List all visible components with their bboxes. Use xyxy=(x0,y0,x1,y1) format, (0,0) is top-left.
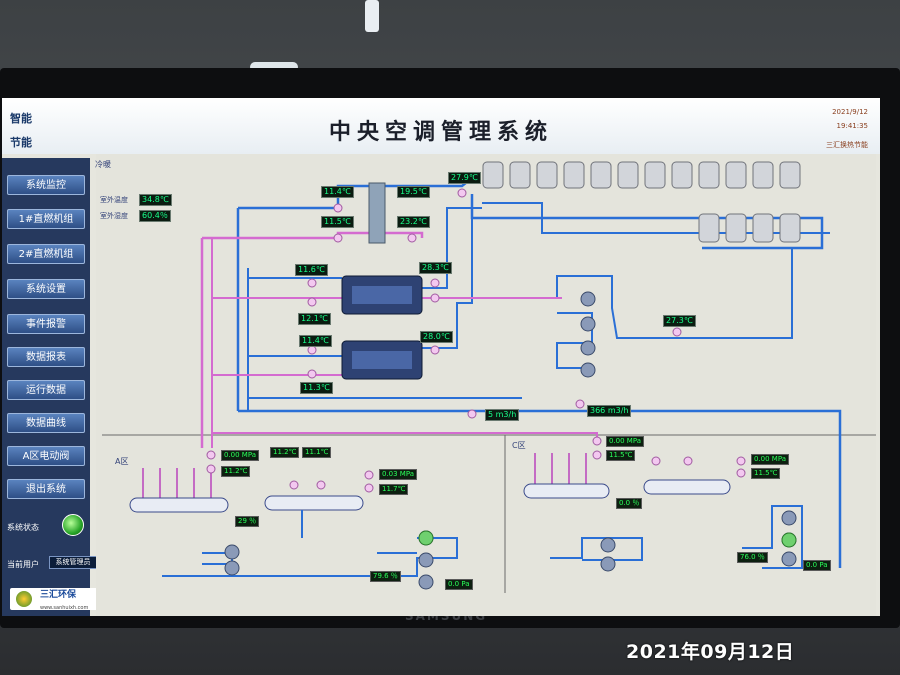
reading-r10: 11.4℃ xyxy=(299,335,332,347)
header-time: 19:41:35 xyxy=(836,122,868,130)
scada-screen: 智能 节能 中央空调管理系统 2021/9/12 19:41:35 三汇换热节能… xyxy=(2,98,880,616)
zone-c-reading-2: 11.5℃ xyxy=(606,450,636,461)
reading-r12: 11.3℃ xyxy=(300,382,333,394)
app-header: 智能 节能 中央空调管理系统 2021/9/12 19:41:35 三汇换热节能 xyxy=(2,98,880,154)
menu-system-monitor[interactable]: 系统监控 xyxy=(7,175,85,195)
logo-mark-icon xyxy=(16,591,32,607)
reading-r7: 28.3℃ xyxy=(419,262,452,274)
logo-name: 三汇环保 xyxy=(40,590,77,600)
menu-system-settings[interactable]: 系统设置 xyxy=(7,279,85,299)
zone-a-reading-3: 11.2℃ xyxy=(270,447,300,458)
sidebar: 系统监控 1#直燃机组 2#直燃机组 系统设置 事件报警 数据报表 运行数据 数… xyxy=(2,158,90,616)
photo-timestamp: 2021年09月12日 xyxy=(626,641,795,663)
header-note: 三汇换热节能 xyxy=(826,141,868,149)
zone-c-reading-7: 0.0 Pa xyxy=(803,560,831,571)
outdoor-humidity-value: 60.4％ xyxy=(139,210,171,222)
zone-c-reading-6: 76.0 ％ xyxy=(737,552,768,563)
user-label: 当前用户 xyxy=(7,560,39,569)
status-label: 系统状态 xyxy=(7,523,39,532)
zone-c-reading-5: 0.0 ％ xyxy=(616,498,643,509)
section-label: 冷暖 xyxy=(95,160,111,169)
zone-a-reading-6: 11.7℃ xyxy=(379,484,409,495)
reading-r11: 28.0℃ xyxy=(420,331,453,343)
outdoor-temp-label: 室外温度 xyxy=(100,196,128,204)
zone-c-reading-3: 0.00 MPa xyxy=(751,454,790,465)
reading-r9: 27.3℃ xyxy=(663,315,696,327)
reading-r14: 366 m3/h xyxy=(587,405,632,417)
menu-data-curve[interactable]: 数据曲线 xyxy=(7,413,85,433)
process-diagram xyxy=(96,154,876,616)
zone-a-reading-5: 0.03 MPa xyxy=(379,469,418,480)
reading-r2: 19.5℃ xyxy=(397,186,430,198)
company-logo: 三汇环保 www.sanhuixh.com xyxy=(10,588,100,611)
zone-a-reading-2: 11.2℃ xyxy=(221,466,251,477)
menu-a-zone-valve[interactable]: A区电动阀 xyxy=(7,446,85,466)
menu-event-alarm[interactable]: 事件报警 xyxy=(7,314,85,334)
zone-a-reading-7: 29 ％ xyxy=(235,516,260,527)
app-title: 中央空调管理系统 xyxy=(328,120,553,145)
menu-data-report[interactable]: 数据报表 xyxy=(7,347,85,367)
outdoor-humidity-label: 室外湿度 xyxy=(100,212,128,220)
header-left-line-2: 节能 xyxy=(10,136,32,149)
logo-url: www.sanhuixh.com xyxy=(40,605,89,611)
zone-c-label: C区 xyxy=(512,441,526,450)
reading-r8: 12.1℃ xyxy=(298,313,331,325)
reading-r1: 11.4℃ xyxy=(321,186,354,198)
reading-r3: 27.9℃ xyxy=(448,172,481,184)
zone-c-reading-1: 0.00 MPa xyxy=(606,436,645,447)
menu-unit-1[interactable]: 1#直燃机组 xyxy=(7,209,85,229)
reading-r6: 11.6℃ xyxy=(295,264,328,276)
reading-r4: 11.5℃ xyxy=(321,216,354,228)
zone-a-reading-8: 79.6 ％ xyxy=(370,571,401,582)
zone-c-reading-4: 11.5℃ xyxy=(751,468,781,479)
zone-a-reading-9: 0.0 Pa xyxy=(445,579,473,590)
zone-a-reading-4: 11.1℃ xyxy=(302,447,332,458)
menu-unit-2[interactable]: 2#直燃机组 xyxy=(7,244,85,264)
zone-a-reading-1: 0.00 MPa xyxy=(221,450,260,461)
reading-r13: 5 m3/h xyxy=(485,409,520,421)
menu-exit[interactable]: 退出系统 xyxy=(7,479,85,499)
outdoor-temp-value: 34.8℃ xyxy=(139,194,172,206)
ceiling-light xyxy=(365,0,379,32)
system-status-indicator xyxy=(62,514,84,536)
zone-a-label: A区 xyxy=(115,457,129,466)
ceiling-light-reflection xyxy=(250,62,298,72)
reading-r5: 23.2℃ xyxy=(397,216,430,228)
menu-run-data[interactable]: 运行数据 xyxy=(7,380,85,400)
header-date: 2021/9/12 xyxy=(832,108,868,116)
header-left-line-1: 智能 xyxy=(10,112,32,125)
